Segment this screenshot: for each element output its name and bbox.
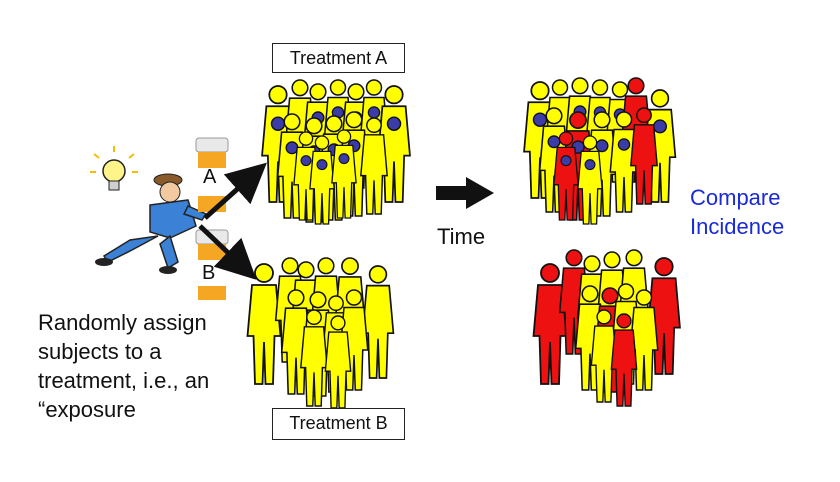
exposure-dot (367, 106, 381, 119)
exposure-dot (532, 112, 548, 127)
person-figure (324, 315, 352, 409)
exposure-dot (285, 141, 299, 155)
person-figure (360, 117, 388, 215)
arrow-icon (198, 224, 257, 280)
person-figure (361, 265, 395, 379)
person-figure (246, 263, 282, 385)
incidence-line: Incidence (690, 214, 785, 239)
exposure-dot (300, 155, 312, 167)
person-figure (309, 135, 335, 225)
person-figure (609, 111, 639, 213)
arrow-icon (436, 177, 494, 209)
instruction-line: treatment, i.e., an (38, 368, 210, 393)
person-figure (280, 289, 312, 395)
person-figure (577, 135, 603, 225)
exposure-dot (338, 153, 350, 165)
treatment-a-label: Treatment A (272, 43, 405, 73)
arrow-icon (203, 162, 267, 220)
person-figure (331, 129, 357, 219)
exposure-dot (617, 138, 631, 151)
person-figure (532, 263, 568, 385)
lightbulb-icon (90, 146, 138, 191)
instruction-line: subjects to a (38, 339, 162, 364)
person-figure (377, 85, 411, 203)
running-man-icon (95, 173, 208, 274)
person-figure (553, 131, 579, 221)
exposure-dot (595, 139, 609, 153)
instruction-line: Randomly assign (38, 310, 207, 335)
compare-line: Compare (690, 185, 781, 210)
exposure-dot (316, 159, 328, 171)
exposure-dot (584, 159, 596, 171)
compare-incidence-label: Compare Incidence (690, 183, 784, 241)
exposure-dot (547, 135, 561, 149)
bottle-a-label: A (203, 166, 217, 188)
exposure-dot (386, 116, 402, 131)
exposure-dot (653, 119, 667, 134)
instruction-line: “exposure (38, 397, 136, 422)
person-figure (610, 313, 638, 407)
person-figure (590, 309, 618, 403)
bottle-b-label: B (202, 262, 216, 284)
exposure-dot (270, 116, 286, 131)
exposure-dot (560, 155, 572, 167)
person-figure (630, 107, 658, 205)
instruction-text: Randomly assign subjects to a treatment,… (38, 308, 209, 424)
treatment-b-label: Treatment B (272, 408, 405, 440)
time-label: Time (437, 224, 486, 249)
